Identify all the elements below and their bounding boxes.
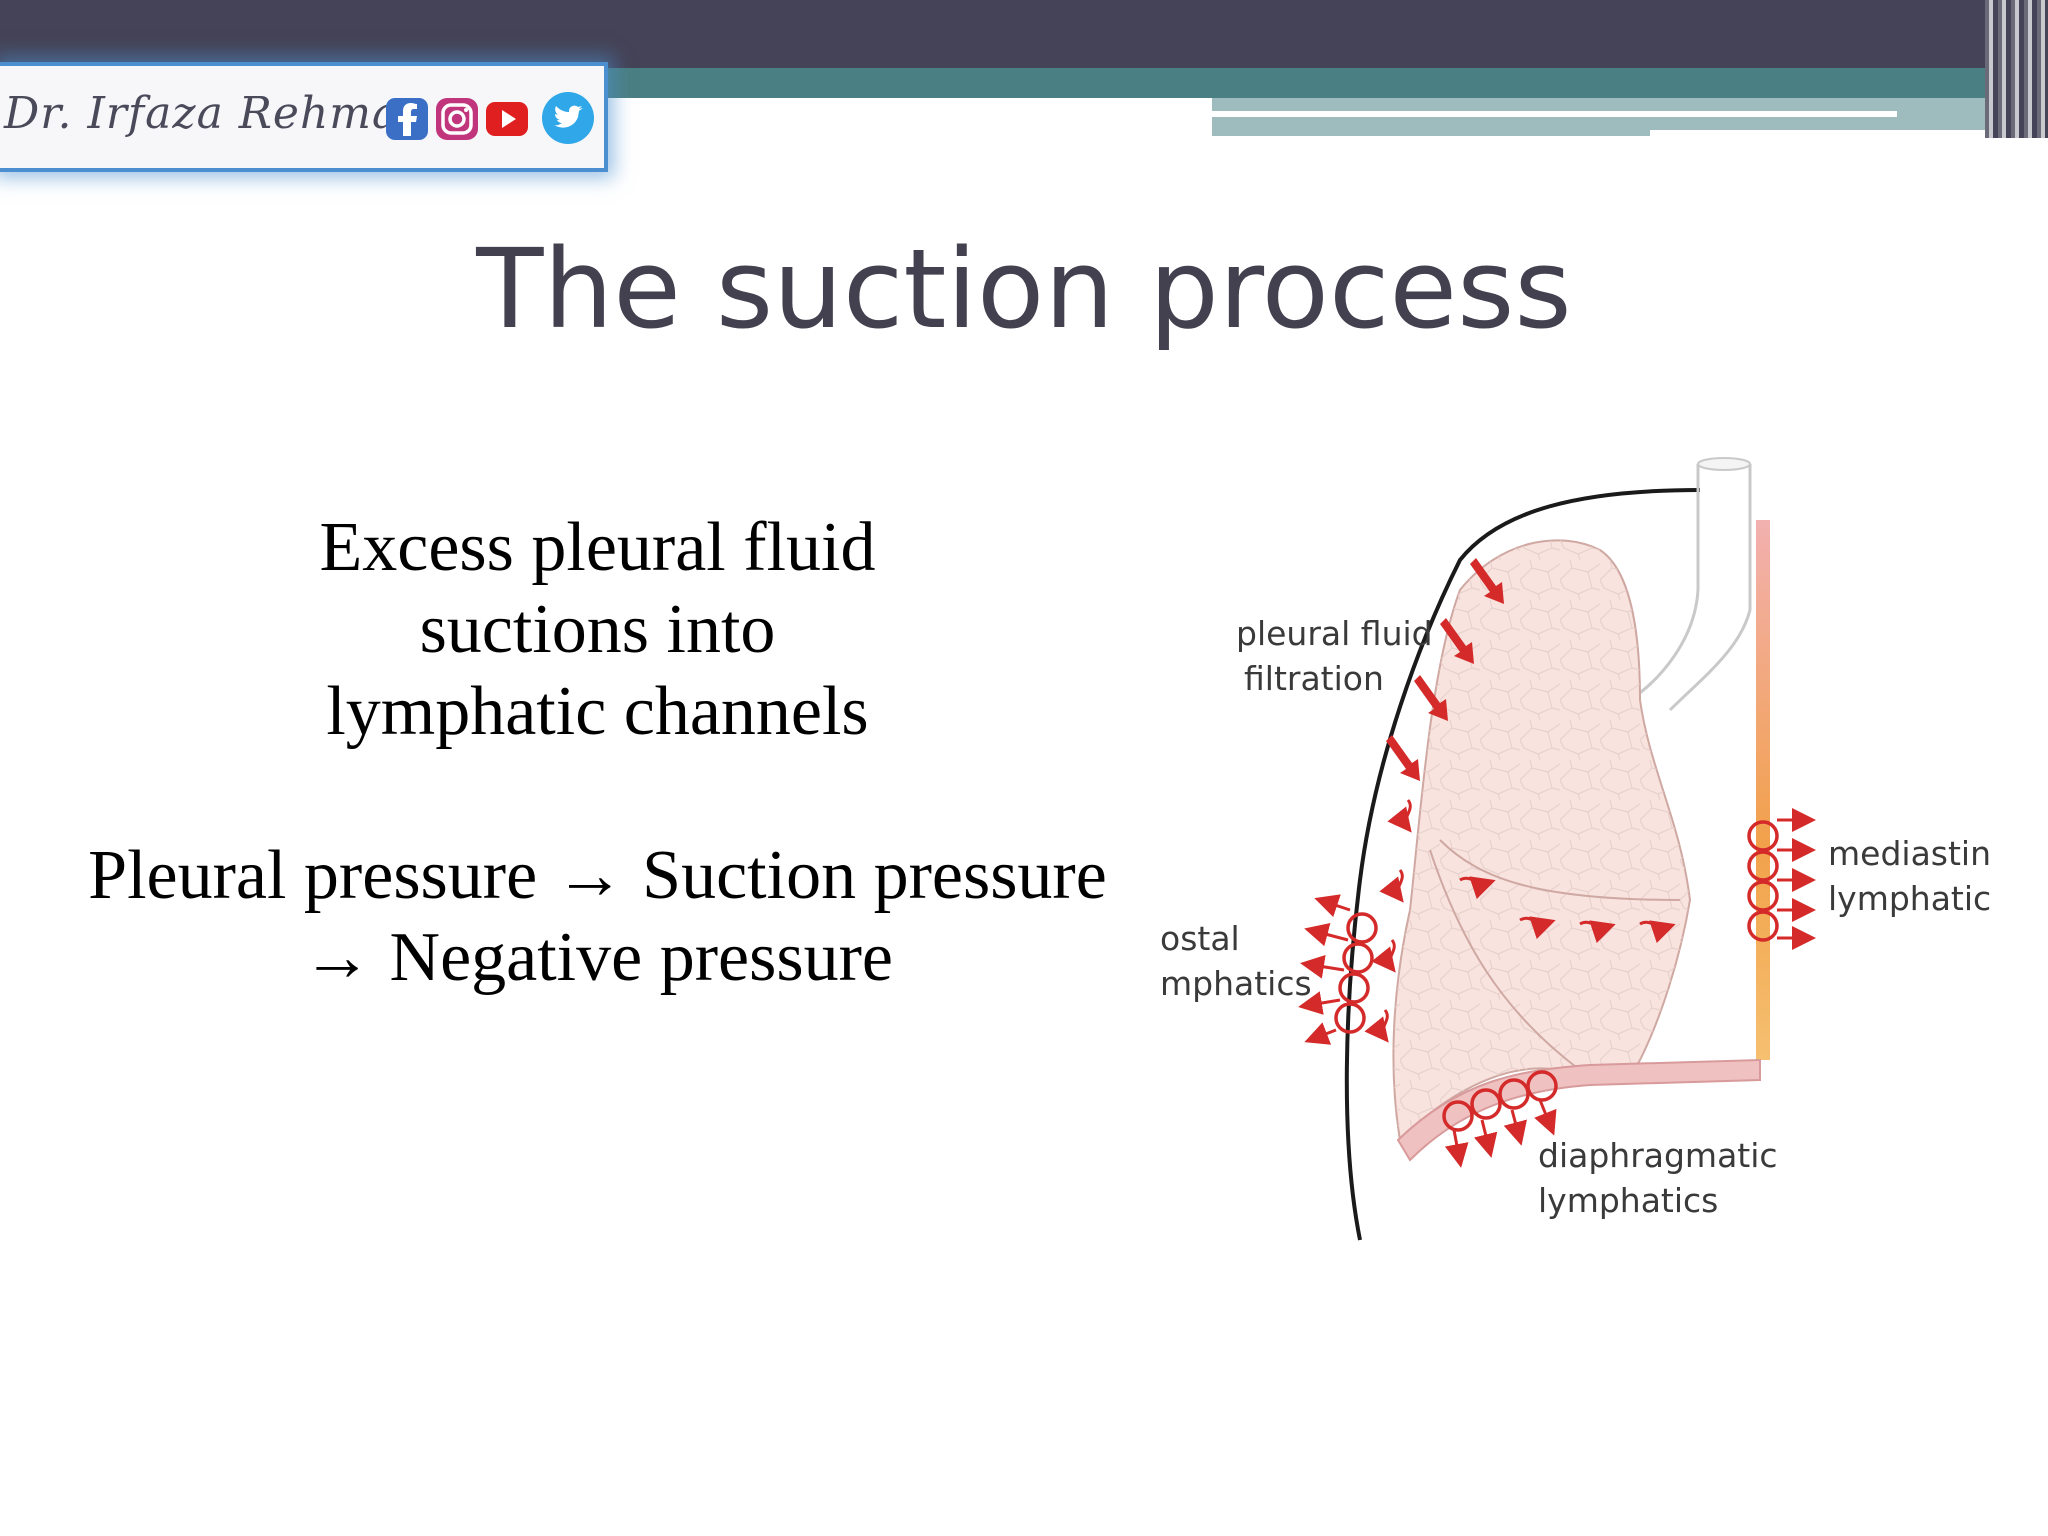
flow-arrows	[1364, 799, 1676, 1043]
paragraph-line: Excess pleural fluid	[319, 509, 876, 586]
label-diaphragmatic-lymphatics: lymphatics	[1538, 1181, 1718, 1220]
trachea	[1629, 457, 1752, 712]
label-filtration: filtration	[1244, 659, 1384, 698]
top-bar	[0, 0, 2048, 68]
paragraph-line: suctions into	[419, 591, 776, 668]
accent-band	[560, 68, 2010, 98]
label-mediastinal-lymphatic: lymphatic	[1828, 879, 1991, 918]
diaphragmatic-lymphatics	[1442, 1070, 1558, 1168]
label-mediastinal: mediastin	[1828, 834, 1991, 873]
youtube-icon[interactable]	[484, 96, 530, 142]
corner-stripes	[1985, 0, 2048, 138]
lung	[1392, 539, 1692, 1143]
twitter-icon[interactable]	[540, 90, 596, 146]
instagram-icon[interactable]	[434, 96, 480, 142]
brand-banner: Dr. Irfaza Rehman	[0, 62, 608, 172]
chest-wall	[1344, 488, 1701, 1241]
label-costal-lymphatics: mphatics	[1160, 964, 1312, 1003]
mediastinal-lymph-bar	[1756, 520, 1770, 1060]
paragraph-line: → Negative pressure	[302, 919, 893, 996]
mediastinal-lymphatics	[1747, 808, 1816, 950]
accent-band-light	[1212, 98, 2012, 136]
filtration-arrows	[1386, 558, 1504, 781]
facebook-icon[interactable]	[384, 96, 430, 142]
lymphatic-drainage-diagram: pleural fluid filtration ostal mphatics …	[1160, 457, 1991, 1241]
label-costal: ostal	[1160, 919, 1240, 958]
costal-lymphatics	[1298, 894, 1378, 1045]
label-diaphragmatic: diaphragmatic	[1538, 1136, 1778, 1175]
label-pleural-fluid: pleural fluid	[1236, 614, 1433, 653]
paragraph-line: lymphatic channels	[326, 673, 869, 750]
slide-title: The suction process	[476, 225, 1572, 353]
paragraph-line: Pleural pressure → Suction pressure	[88, 837, 1107, 914]
diaphragm	[1396, 1058, 1761, 1162]
accent-line	[1650, 130, 2010, 138]
brand-name: Dr. Irfaza Rehman	[4, 88, 429, 139]
accent-line	[1212, 111, 1897, 117]
